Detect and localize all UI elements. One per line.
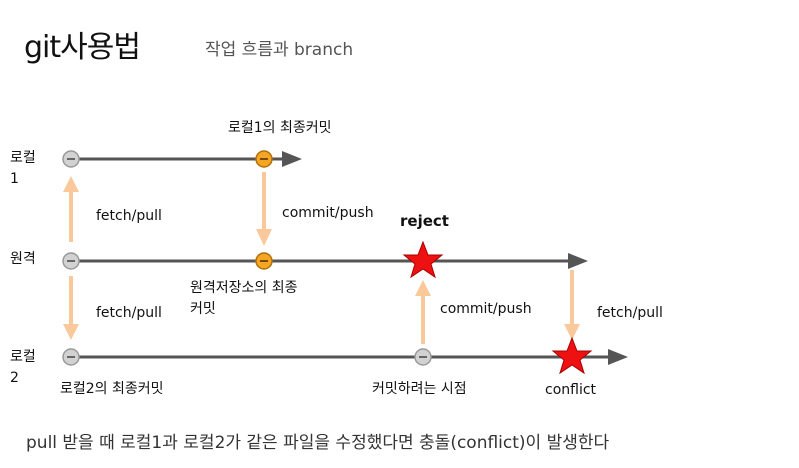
label-attempt-commit-time: 커밋하려는 시점: [372, 381, 467, 397]
label-conflict: conflict: [545, 382, 597, 398]
footer-note: pull 받을 때 로컬1과 로컬2가 같은 파일을 수정했다면 충돌(conf…: [26, 433, 610, 453]
node-local1-latest-commit: [255, 150, 273, 168]
label-fetch-pull-right: fetch/pull: [597, 305, 663, 321]
label-commit-push-top: commit/push: [282, 205, 374, 221]
node-local1-start: [62, 150, 80, 168]
arrow-fetch-pull-remote-to-local2-right: [564, 270, 580, 340]
conflict-star-icon: [551, 336, 593, 375]
timeline-remote: [72, 253, 588, 269]
label-commit-push-bottom: commit/push: [440, 301, 532, 317]
label-fetch-pull-bottom: fetch/pull: [96, 305, 162, 321]
label-local1-latest-commit: 로컬1의 최종커밋: [228, 120, 332, 136]
page-subtitle: 작업 흐름과 branch: [205, 40, 354, 60]
node-local2-start: [62, 348, 80, 366]
label-fetch-pull-top: fetch/pull: [96, 208, 162, 224]
row-label-local2: 로컬 2: [10, 349, 36, 386]
node-local2-commit-attempt: [414, 348, 432, 366]
arrow-commit-push-local2-to-remote: [415, 280, 431, 344]
arrow-commit-push-local1-to-remote: [256, 172, 272, 246]
reject-star-icon: [402, 240, 444, 279]
arrow-fetch-pull-remote-to-local2: [63, 276, 79, 340]
row-label-local1: 로컬 1: [10, 150, 36, 187]
timeline-local1: [72, 151, 302, 167]
label-reject: reject: [400, 212, 449, 230]
arrow-fetch-pull-remote-to-local1: [63, 176, 79, 242]
node-remote-start: [62, 252, 80, 270]
row-label-remote: 원격: [10, 251, 36, 267]
timeline-local2: [72, 349, 628, 365]
node-remote-latest-commit: [255, 252, 273, 270]
label-remote-latest-commit: 원격저장소의 최종 커밋: [190, 280, 298, 317]
label-local2-latest-commit: 로컬2의 최종커밋: [60, 381, 164, 397]
page-title: git사용법: [24, 30, 141, 65]
